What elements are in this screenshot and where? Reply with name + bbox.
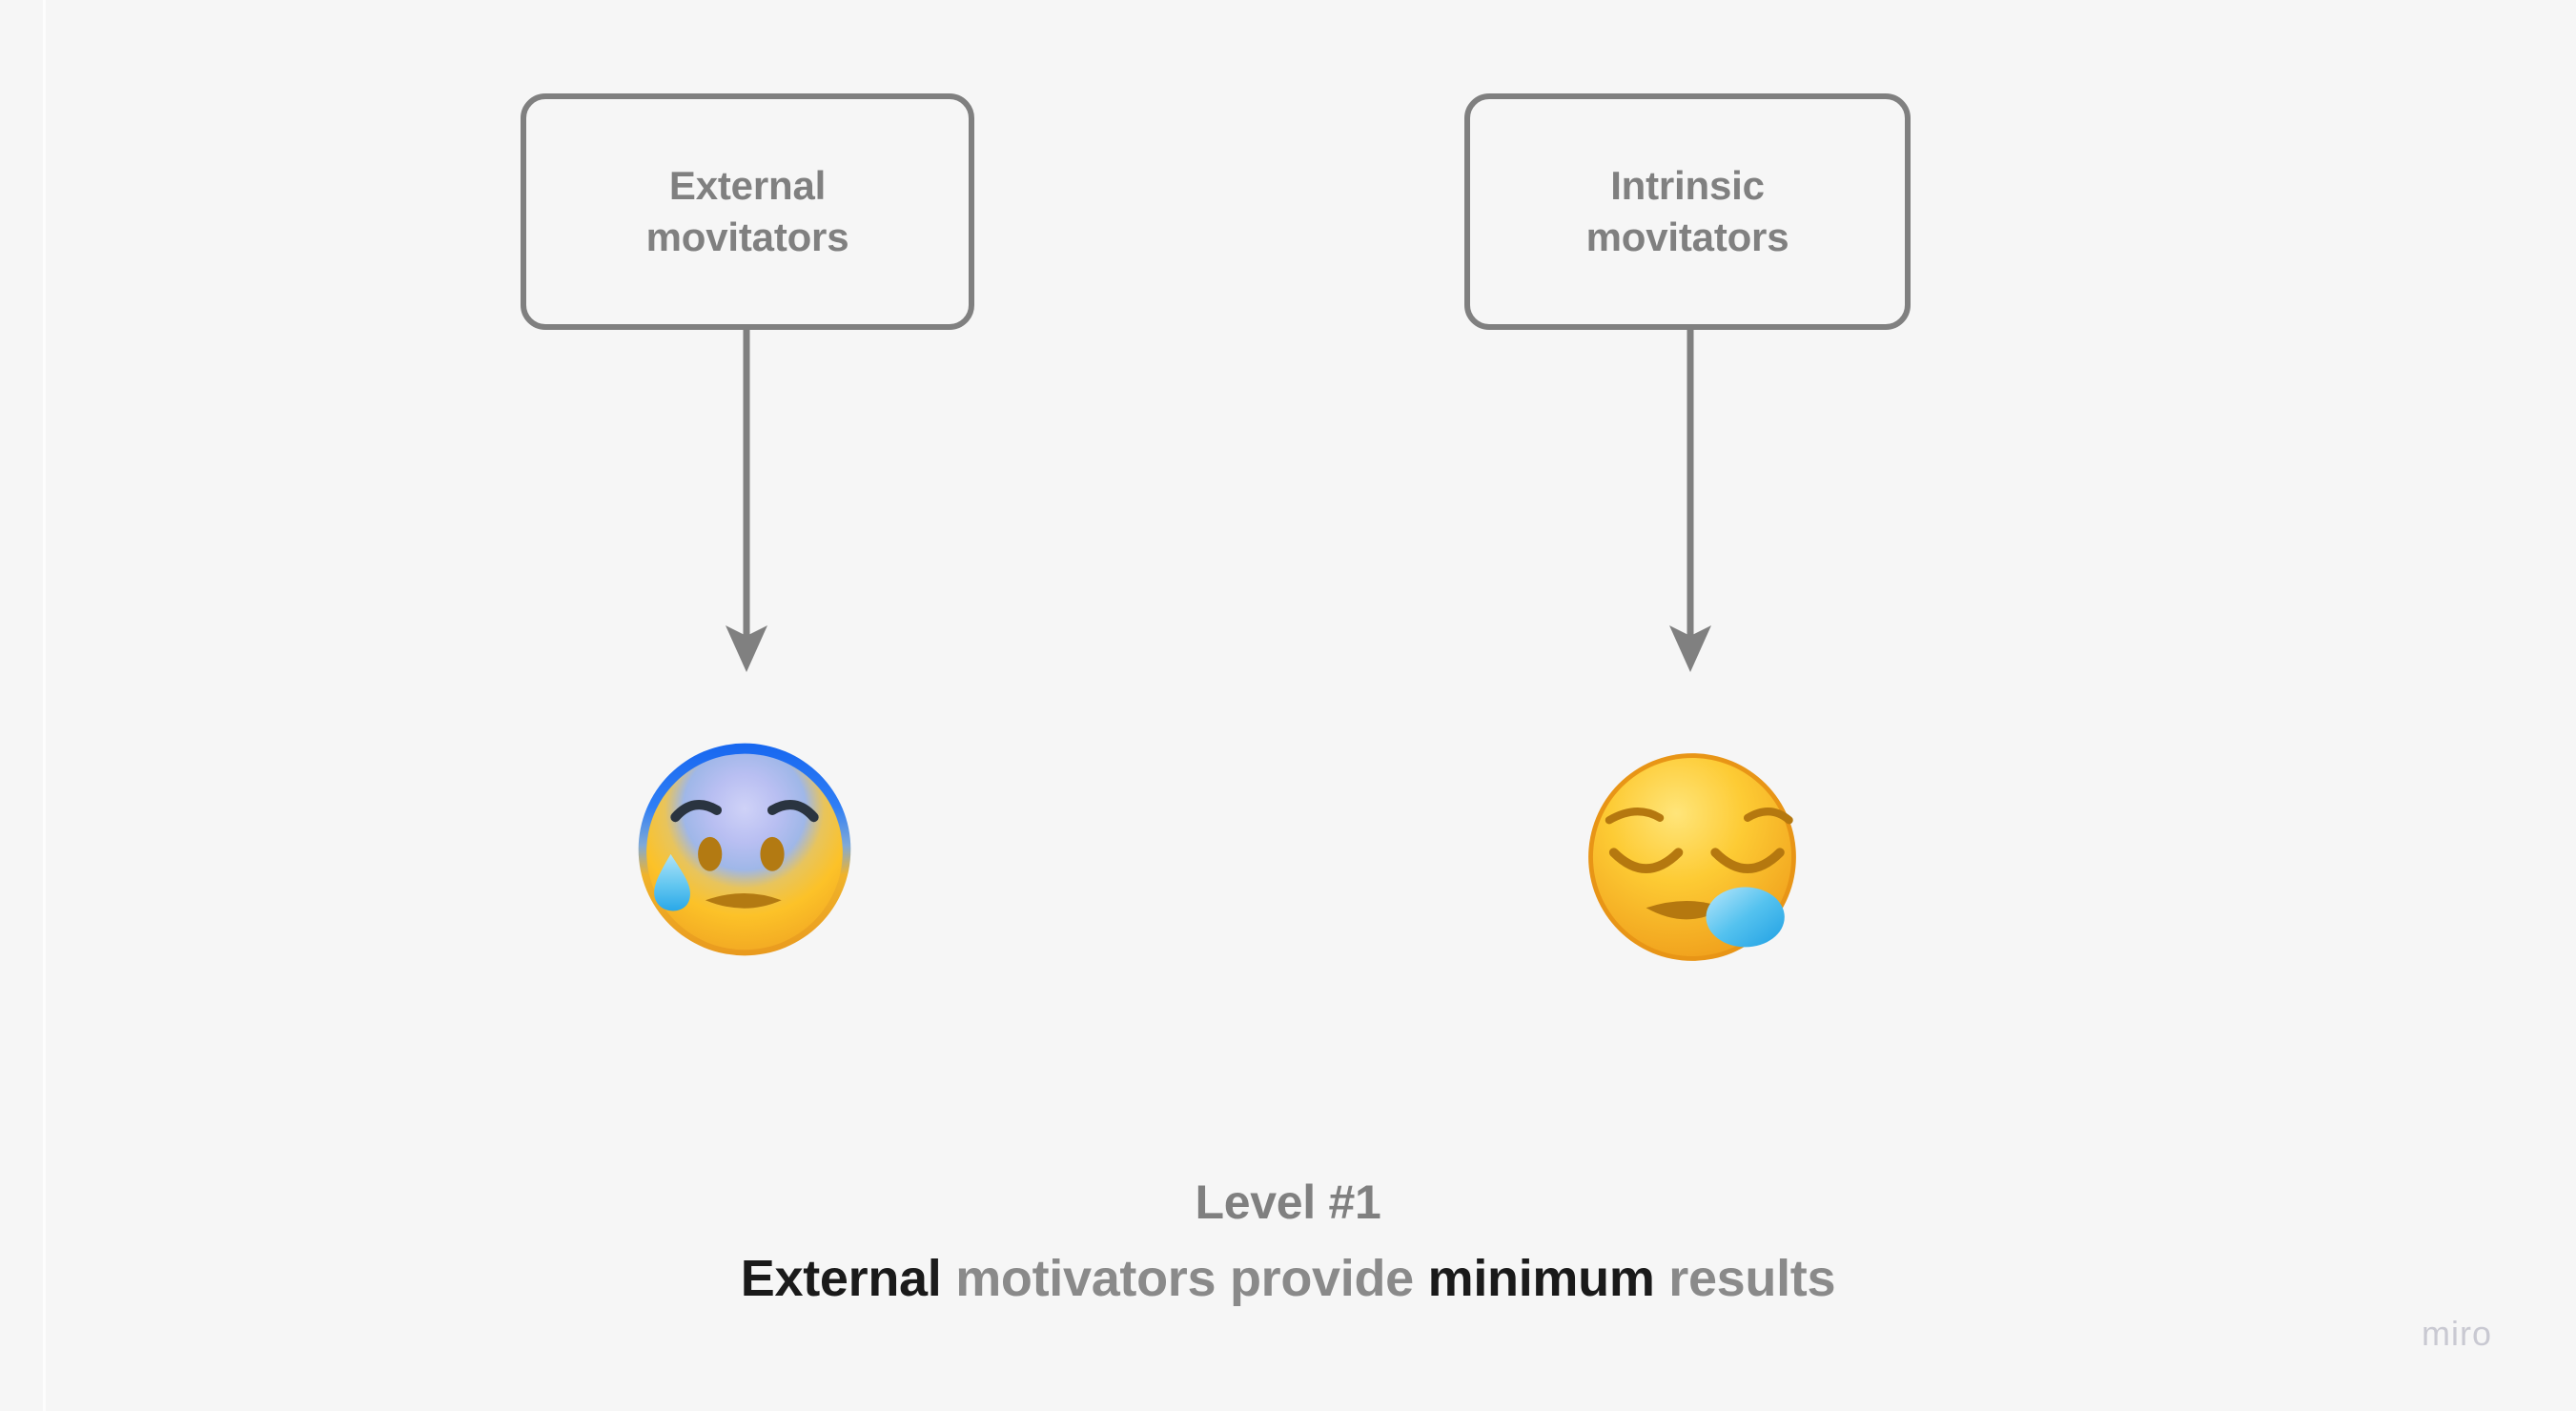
arrow-external-to-emoji[interactable] [705,324,829,686]
caption-word-external: External [740,1250,942,1307]
caption-word-results: results [1668,1250,1836,1307]
frame-edge-divider [43,0,46,1411]
caption-word-motivators-provide: motivators provide [955,1250,1414,1307]
arrow-intrinsic-to-emoji[interactable] [1649,324,1773,686]
node-intrinsic-movitators[interactable]: Intrinsic movitators [1464,93,1911,330]
node-external-movitators-label: External movitators [645,163,849,259]
caption-level-label: Level #1 [1195,1176,1381,1229]
sleepy-face-icon [1588,753,1796,961]
anxious-face-with-sweat-icon [638,743,851,956]
caption-word-minimum: minimum [1427,1250,1655,1307]
caption-statement: External motivators provide minimum resu… [0,1249,2576,1308]
caption-block: Level #1 External motivators provide min… [0,1175,2576,1308]
miro-watermark: miro [2422,1314,2492,1353]
node-external-movitators[interactable]: External movitators [521,93,974,330]
node-intrinsic-movitators-label: Intrinsic movitators [1585,163,1789,259]
